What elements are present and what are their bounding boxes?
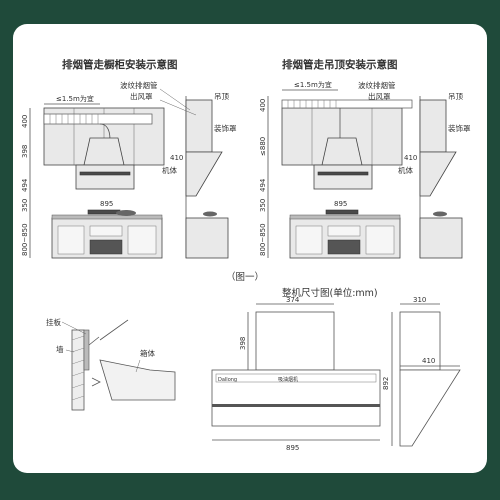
side-body [399,369,461,447]
mount-board [83,329,90,371]
figure-caption: （图一） [226,271,264,283]
size-side-view: 310 410 892 [382,296,461,447]
right-dim-895: 895 [334,200,347,208]
left-hood-body [75,164,135,190]
left-side-body [185,151,223,197]
left-side-cover [185,99,213,153]
wall-mount-diagram: 挂板 墙 箱体 [46,317,176,411]
installation-diagram: 排烟管走橱柜安装示意图 排烟管走吊顶安装示意图 400 398 4 [21,58,471,452]
right-dim-400: 400 [259,99,267,112]
side-cover [399,311,441,371]
left-dim-350: 350 [21,199,29,212]
dim-374: 374 [286,296,300,304]
right-dim-410: 410 [404,154,417,162]
dim-398: 398 [239,337,247,350]
right-label-cover: 装饰罩 [448,123,471,133]
right-hood-cover [321,137,363,166]
right-dim-800: 800~850 [259,223,267,256]
left-label-body: 机体 [162,165,177,175]
title-left: 排烟管走橱柜安装示意图 [62,58,178,71]
label-board: 挂板 [46,317,61,327]
right-dim-880: ≤880 [259,137,267,156]
label-box: 箱体 [140,348,155,358]
left-duct-note: ≤1.5m为宜 [56,94,94,103]
front-cover [255,311,335,371]
right-dim-350: 350 [259,199,267,212]
title-right: 排烟管走吊顶安装示意图 [282,58,398,71]
hood-box [99,359,176,401]
right-duct-note: ≤1.5m为宜 [294,80,332,89]
left-label-ceiling: 吊顶 [214,92,229,101]
dim-410: 410 [422,357,435,365]
right-diagram: 400 ≤880 494 350 800~850 ≤1.5m为宜 895 波纹排… [259,80,471,259]
left-dim-398: 398 [21,145,29,158]
dim-310: 310 [413,296,426,304]
left-hood-cover [83,137,125,166]
left-dim-410: 410 [170,154,183,162]
right-label-body: 机体 [398,165,413,175]
size-title: 整机尺寸图(单位:mm) [282,287,378,299]
left-dim-400: 400 [21,115,29,128]
right-label-outlet: 出风罩 [368,91,391,101]
right-side-cover [419,99,447,153]
left-dim-494: 494 [21,178,29,192]
left-label-duct: 波纹排烟管 [120,80,158,90]
right-duct [281,99,413,109]
left-dim-895: 895 [100,200,113,208]
right-label-duct: 波纹排烟管 [358,80,396,90]
right-label-ceiling: 吊顶 [448,92,463,101]
label-wall: 墙 [56,344,64,354]
dim-895: 895 [286,444,299,452]
size-front-view: Dallong 吸油烟机 374 398 895 [211,296,381,452]
left-label-outlet: 出风罩 [130,91,153,101]
right-side-body [419,151,457,197]
left-label-cover: 装饰罩 [214,123,237,133]
panel-text: 吸油烟机 [278,376,298,383]
brand-text: Dallong [218,377,237,383]
right-dim-494: 494 [259,178,267,192]
dim-892: 892 [382,377,390,390]
left-diagram: 400 398 494 350 800~850 ≤1.5m为宜 895 波纹排烟… [21,80,237,259]
right-hood-body [313,164,373,190]
left-dim-800: 800~850 [21,223,29,256]
diagram-card: 排烟管走橱柜安装示意图 排烟管走吊顶安装示意图 400 398 4 [13,24,487,473]
